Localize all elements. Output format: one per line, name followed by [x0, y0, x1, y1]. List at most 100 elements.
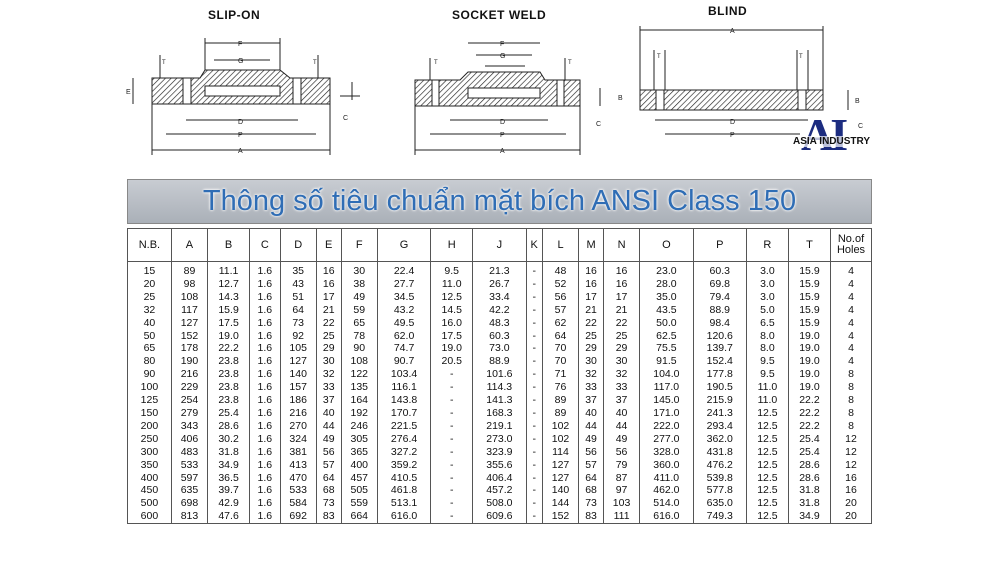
table-cell: 323.9	[472, 445, 527, 459]
table-cell: 28.6	[787, 471, 832, 485]
table-cell: 19.0	[207, 329, 251, 343]
table-cell: 186	[279, 394, 317, 407]
column-header: C	[249, 228, 281, 262]
table-cell: -	[525, 277, 543, 291]
table-cell: 101.6	[472, 368, 527, 382]
table-cell: 127	[541, 458, 580, 472]
table-cell: 241.3	[692, 406, 747, 420]
table-cell: 56	[315, 445, 342, 459]
table-cell: 26.7	[472, 277, 527, 291]
table-cell: 32	[578, 368, 604, 382]
table-cell: 1.6	[249, 497, 281, 511]
table-cell: 1.6	[249, 261, 281, 278]
table-cell: 577.8	[692, 484, 747, 498]
table-cell: 64	[578, 471, 604, 485]
logo-name: ASIA INDUSTRY	[793, 136, 871, 147]
svg-text:G: G	[238, 58, 243, 65]
table-cell: -	[525, 290, 543, 304]
table-cell: 30	[602, 355, 641, 369]
svg-text:B: B	[618, 95, 623, 102]
table-cell: 462.0	[639, 484, 694, 498]
table-cell: 200	[127, 419, 172, 433]
table-cell: 406.4	[472, 471, 527, 485]
table-cell: 9.5	[745, 355, 789, 369]
table-cell: 31.8	[787, 484, 832, 498]
table-cell: 64	[279, 303, 317, 317]
table-cell: 190	[170, 355, 209, 369]
table-cell: 127	[541, 471, 580, 485]
table-cell: 12.5	[430, 290, 474, 304]
table-cell: 73	[279, 316, 317, 330]
table-cell: 400	[340, 458, 378, 472]
table-cell: 1.6	[249, 432, 281, 446]
table-cell: 32	[602, 368, 641, 382]
table-cell: 44	[578, 419, 604, 433]
table-cell: 1.6	[249, 316, 281, 330]
table-cell: 50	[127, 329, 172, 343]
table-cell: 12.5	[745, 432, 789, 446]
table-cell: 513.1	[376, 497, 432, 511]
table-cell: 43.2	[376, 303, 432, 317]
table-cell: 470	[279, 471, 317, 485]
table-cell: 12.5	[745, 445, 789, 459]
table-cell: 1.6	[249, 458, 281, 472]
table-cell: 17	[602, 290, 641, 304]
table-cell: 157	[279, 381, 317, 395]
table-cell: 76	[541, 381, 580, 395]
table-cell: 33.4	[472, 290, 527, 304]
table-cell: -	[430, 406, 474, 420]
svg-text:T: T	[568, 60, 572, 66]
table-cell: 89	[541, 406, 580, 420]
table-cell: 36.5	[207, 471, 251, 485]
table-cell: 19.0	[787, 342, 832, 356]
table-cell: 324	[279, 432, 317, 446]
table-cell: 103	[602, 497, 641, 511]
table-cell: 48	[541, 261, 580, 278]
table-cell: 413	[279, 458, 317, 472]
table-cell: 114.3	[472, 381, 527, 395]
table-cell: 250	[127, 432, 172, 446]
table-cell: 44	[602, 419, 641, 433]
svg-text:D: D	[500, 119, 505, 126]
table-cell: 216	[170, 368, 209, 382]
table-cell: 35	[279, 261, 317, 278]
table-cell: 150	[127, 406, 172, 420]
table-cell: 42.9	[207, 497, 251, 511]
table-cell: 229	[170, 381, 209, 395]
table-cell: 16.0	[430, 316, 474, 330]
column-header: No.of Holes	[830, 228, 872, 262]
title-banner: Thông số tiêu chuẩn mặt bích ANSI Class …	[127, 179, 872, 224]
table-cell: 70	[541, 342, 580, 356]
table-cell: 141.3	[472, 394, 527, 407]
column-header: N	[602, 228, 641, 262]
table-cell: 9.5	[430, 261, 474, 278]
table-cell: 190.5	[692, 381, 747, 395]
table-cell: 40	[315, 406, 342, 420]
table-cell: 1.6	[249, 277, 281, 291]
table-cell: -	[525, 303, 543, 317]
table-cell: 1.6	[249, 510, 281, 525]
table-cell: 16	[602, 277, 641, 291]
table-cell: 15.9	[787, 290, 832, 304]
table-cell: 1.6	[249, 445, 281, 459]
table-cell: -	[430, 458, 474, 472]
table-cell: 49	[578, 432, 604, 446]
table-cell: 216	[279, 406, 317, 420]
svg-text:P: P	[238, 132, 243, 139]
table-cell: 89	[170, 261, 209, 278]
table-cell: 327.2	[376, 445, 432, 459]
column-header: G	[376, 228, 432, 262]
table-cell: 140	[279, 368, 317, 382]
table-cell: 152	[170, 329, 209, 343]
table-cell: -	[525, 497, 543, 511]
table-cell: 406	[170, 432, 209, 446]
table-cell: 15.9	[787, 261, 832, 278]
table-cell: 431.8	[692, 445, 747, 459]
table-cell: -	[525, 419, 543, 433]
table-cell: 64	[315, 471, 342, 485]
table-cell: 19.0	[430, 342, 474, 356]
